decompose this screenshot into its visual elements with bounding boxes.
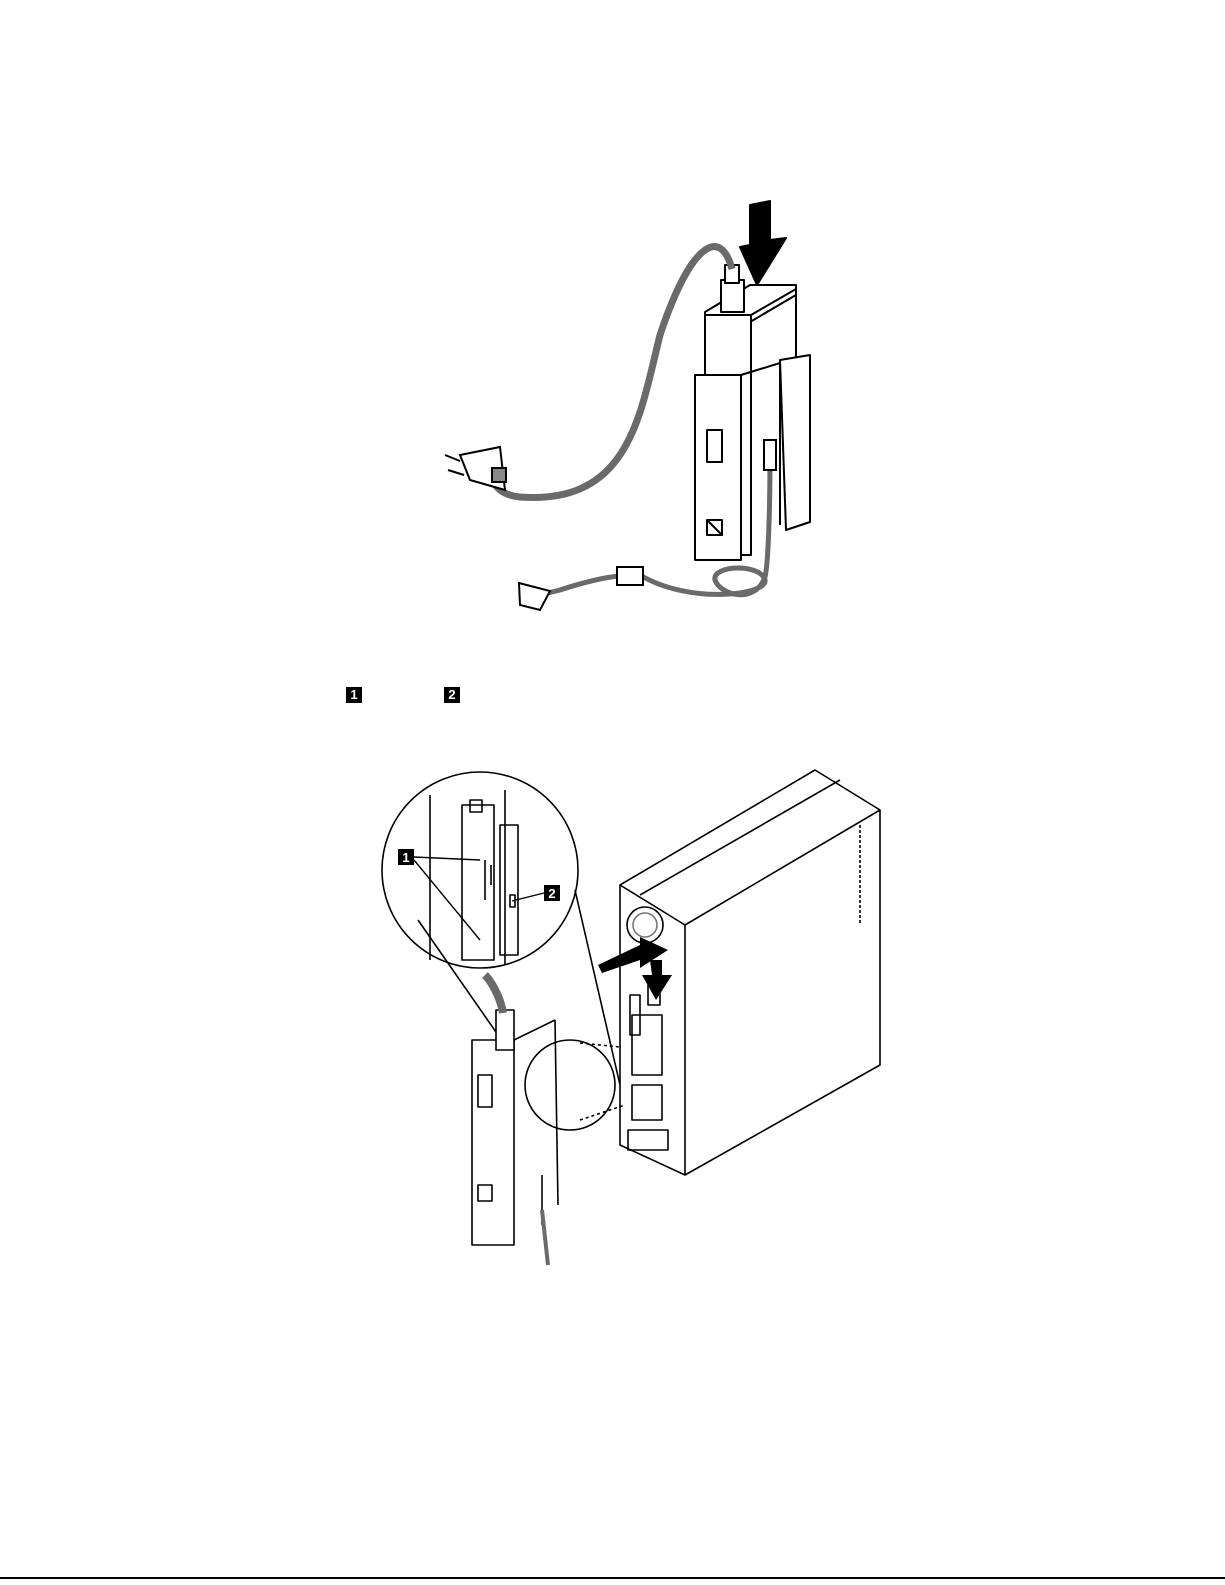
power-plug-icon <box>445 447 506 490</box>
page-footer-rule <box>0 1577 1225 1579</box>
bracket-installation-illustration: 1 2 <box>0 765 1225 1275</box>
callout-1: 1 <box>346 687 362 703</box>
callout-2: 2 <box>444 687 460 703</box>
dc-connector-icon <box>519 583 550 610</box>
figure-callout-1: 1 <box>402 850 409 865</box>
callout-legend: 1 2 <box>0 687 1225 705</box>
adapter-bracket-illustration <box>0 185 1225 625</box>
figure-callout-2: 2 <box>548 886 555 901</box>
down-arrow-icon <box>740 201 786 285</box>
